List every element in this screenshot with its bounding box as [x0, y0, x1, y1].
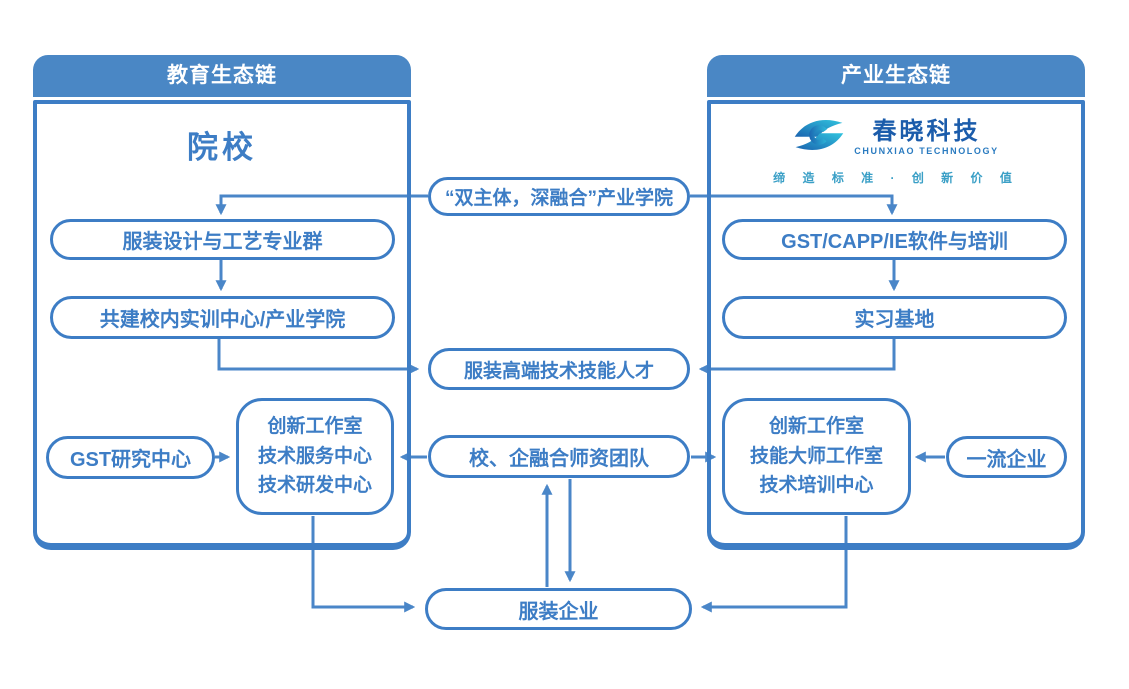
education-chain-body [33, 100, 411, 550]
node-internship-base: 实习基地 [722, 296, 1067, 339]
node-school-centers: 创新工作室 技术服务中心 技术研发中心 [236, 398, 394, 515]
node-first-class-enterprise: 一流企业 [946, 436, 1067, 478]
enterprise-center-line: 技术培训中心 [759, 475, 874, 497]
school-center-line: 技术研发中心 [257, 475, 372, 497]
school-center-line: 创新工作室 [267, 416, 363, 438]
school-center-line: 技术服务中心 [257, 445, 372, 467]
enterprise-center-line: 技能大师工作室 [749, 445, 883, 467]
college-title: 院校 [187, 130, 257, 165]
node-industry-college: “双主体，深融合”产业学院 [428, 177, 690, 216]
industry-chain-panel: 产业生态链 [707, 55, 1085, 550]
chunxiao-logo-icon [793, 115, 845, 160]
node-apparel-enterprise: 服装企业 [425, 588, 692, 630]
industry-chain-body [707, 100, 1085, 550]
education-chain-header: 教育生态链 [33, 55, 411, 97]
node-major-group: 服装设计与工艺专业群 [50, 219, 395, 260]
enterprise-center-line: 创新工作室 [768, 416, 864, 438]
node-gst-research-center: GST研究中心 [46, 436, 215, 479]
industry-chain-header: 产业生态链 [707, 55, 1085, 97]
education-chain-panel: 教育生态链 [33, 55, 411, 550]
node-software-training: GST/CAPP/IE软件与培训 [722, 219, 1067, 260]
logo-name-en: CHUNXIAO TECHNOLOGY [854, 146, 999, 157]
node-high-end-talents: 服装高端技术技能人才 [428, 348, 690, 390]
node-training-center: 共建校内实训中心/产业学院 [50, 296, 395, 339]
chunxiao-logo: 春晓科技 CHUNXIAO TECHNOLOGY 缔 造 标 准 · 创 新 价… [757, 115, 1035, 186]
logo-name-cn: 春晓科技 [872, 117, 981, 145]
node-teacher-team: 校、企融合师资团队 [428, 435, 690, 478]
node-enterprise-centers: 创新工作室 技能大师工作室 技术培训中心 [722, 398, 911, 515]
logo-tagline: 缔 造 标 准 · 创 新 价 值 [773, 171, 1019, 185]
